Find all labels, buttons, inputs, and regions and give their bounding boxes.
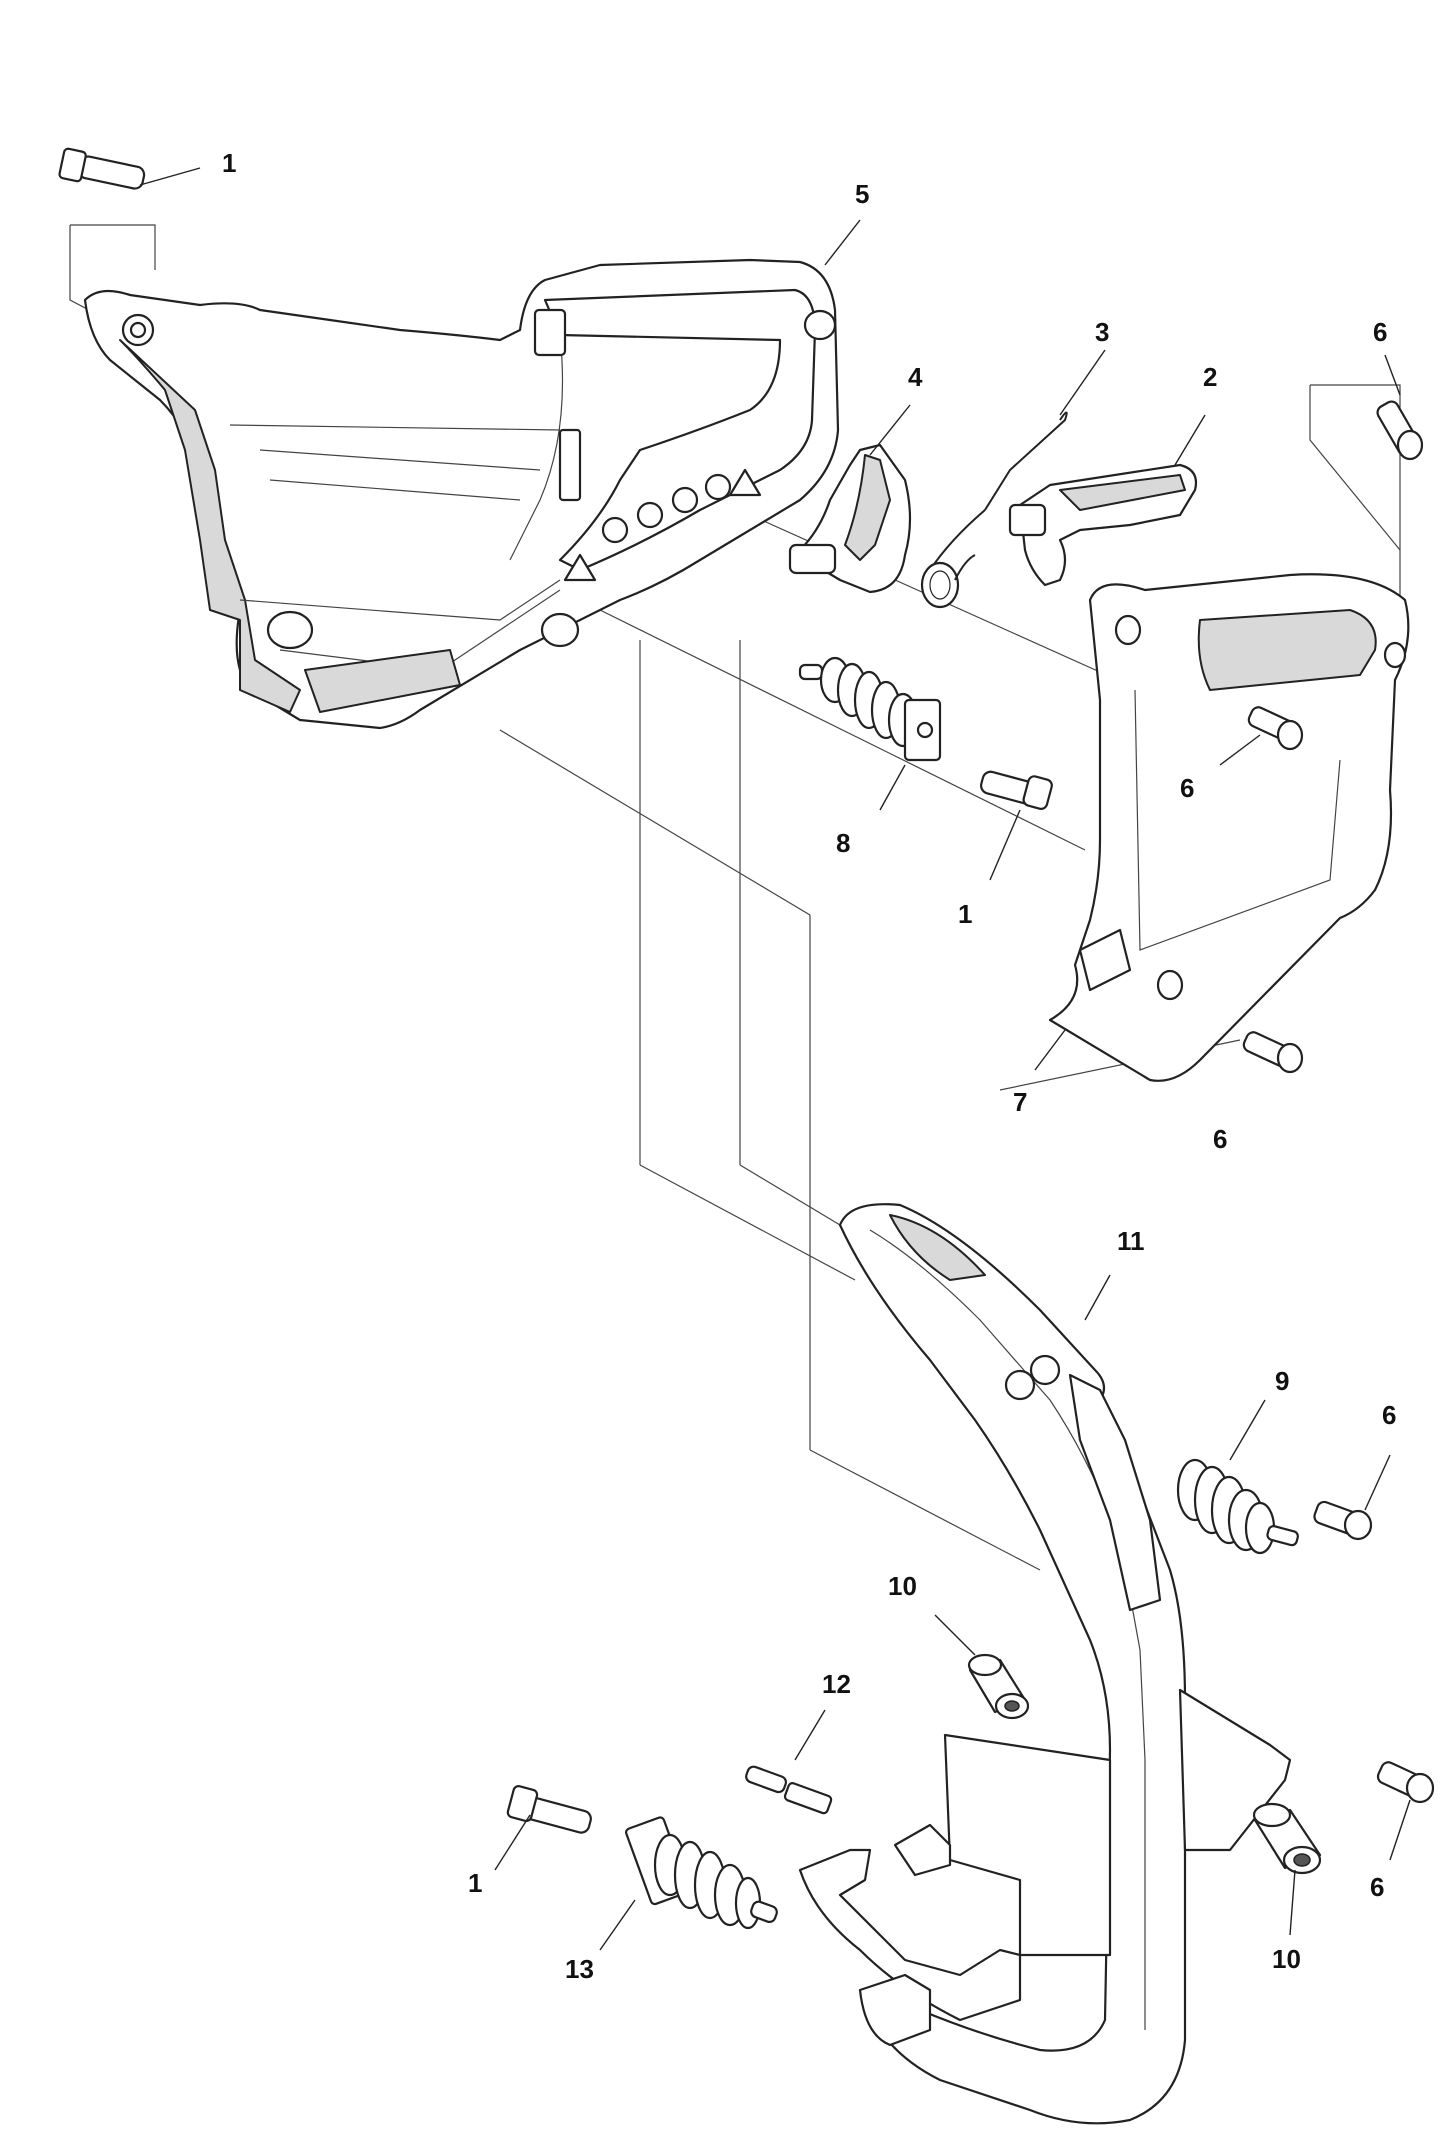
callout-6-lower-cover: 6 bbox=[1213, 1124, 1227, 1154]
callout-13: 13 bbox=[565, 1954, 594, 1984]
callout-6-bottom: 6 bbox=[1370, 1872, 1384, 1902]
damper-part-8 bbox=[798, 656, 942, 762]
callout-10-upper: 10 bbox=[888, 1571, 917, 1601]
spring-part-3 bbox=[920, 411, 1068, 609]
callout-10-lower: 10 bbox=[1272, 1944, 1301, 1974]
callout-3: 3 bbox=[1095, 317, 1109, 347]
throttle-trigger-part-2 bbox=[1008, 463, 1198, 587]
screw-6-lower-cover bbox=[1242, 1031, 1304, 1074]
callout-8: 8 bbox=[836, 828, 850, 858]
callout-7: 7 bbox=[1013, 1087, 1027, 1117]
bushing-10-upper bbox=[967, 1653, 1030, 1720]
callout-1-bottom: 1 bbox=[468, 1868, 482, 1898]
throttle-lockout-part-4 bbox=[788, 443, 912, 594]
pin-part-12 bbox=[745, 1765, 833, 1815]
damper-part-13 bbox=[625, 1816, 778, 1930]
front-handle-part-11 bbox=[798, 1203, 1292, 2125]
rear-housing-part-5 bbox=[83, 258, 840, 730]
screw-1-bottom bbox=[506, 1785, 592, 1834]
callout-labels: 1 5 3 4 2 6 6 8 1 7 6 11 9 6 10 12 1 13 … bbox=[222, 148, 1396, 1984]
screw-6-upper-right bbox=[1376, 400, 1424, 461]
callout-6-upper: 6 bbox=[1373, 317, 1387, 347]
screw-6-handle bbox=[1313, 1500, 1373, 1541]
callout-6-cover: 6 bbox=[1180, 773, 1194, 803]
screw-6-cover bbox=[1247, 706, 1304, 751]
screw-1-top bbox=[58, 147, 146, 190]
handle-cover-part-7 bbox=[1048, 573, 1410, 1082]
screw-6-bottom bbox=[1376, 1761, 1435, 1804]
warning-symbols bbox=[563, 468, 762, 582]
callout-12: 12 bbox=[822, 1669, 851, 1699]
callout-9: 9 bbox=[1275, 1366, 1289, 1396]
callout-11: 11 bbox=[1117, 1226, 1145, 1256]
callout-6-handle: 6 bbox=[1382, 1400, 1396, 1430]
leader-lines bbox=[139, 167, 1411, 1951]
callout-5: 5 bbox=[855, 179, 869, 209]
bushing-10-lower bbox=[1252, 1802, 1322, 1875]
damper-part-9 bbox=[1176, 1458, 1299, 1555]
callout-1-top: 1 bbox=[222, 148, 236, 178]
damper-coils-8 bbox=[819, 656, 919, 748]
screw-1-middle bbox=[980, 770, 1053, 810]
callout-2: 2 bbox=[1203, 362, 1217, 392]
callout-1-middle: 1 bbox=[958, 899, 972, 929]
callout-4: 4 bbox=[908, 362, 923, 392]
